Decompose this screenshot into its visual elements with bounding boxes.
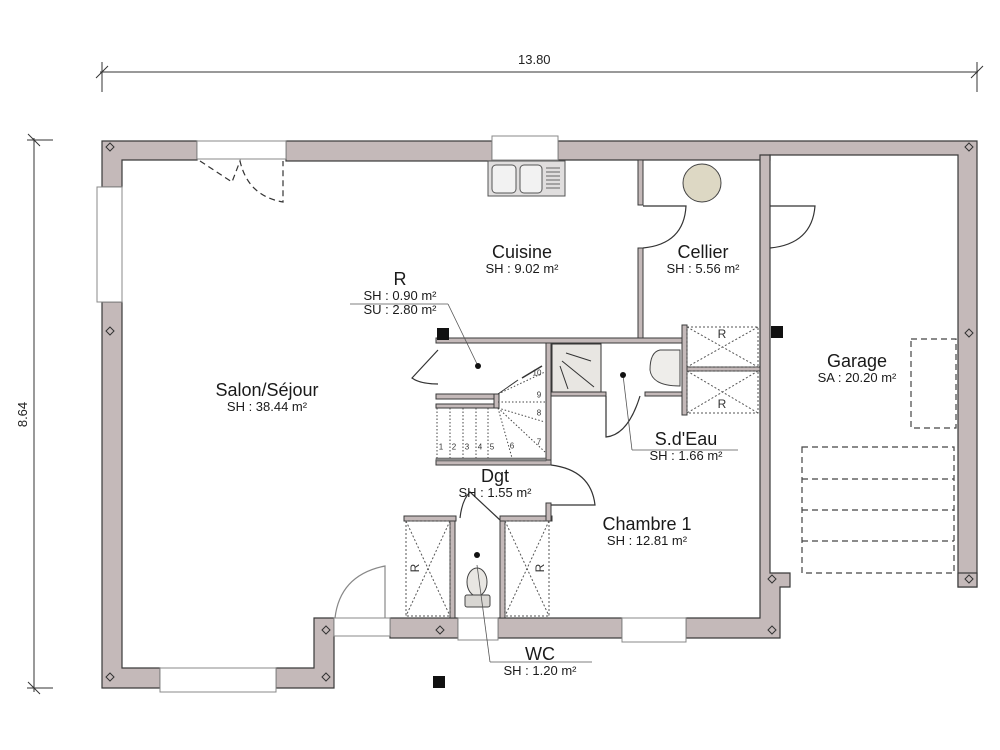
stair-bottom	[435, 457, 547, 462]
room-name: Salon/Séjour	[215, 380, 319, 400]
electrical-markers	[433, 326, 783, 688]
toilet	[464, 567, 491, 608]
storage-tag: R	[408, 563, 422, 573]
room-cellier: Cellier SH : 5.56 m²	[667, 243, 740, 275]
stair-step-number: 9	[536, 390, 542, 400]
stair-step-number: 1	[438, 442, 444, 452]
room-area: SH : 1.66 m²	[649, 448, 723, 463]
stair-step-number: 6	[509, 441, 515, 451]
stair-step-number: 10	[532, 368, 542, 378]
room-name: WC	[525, 644, 555, 664]
reference-dots	[474, 363, 626, 558]
room-name: Cuisine	[491, 242, 553, 262]
room-garage: Garage SA : 20.20 m²	[818, 352, 897, 384]
storage-tag: R	[717, 327, 727, 341]
interior-walls	[403, 159, 761, 619]
washbasin	[649, 349, 681, 387]
shower	[551, 343, 602, 393]
room-name: R	[393, 269, 407, 289]
stair-cut	[521, 365, 543, 379]
entry-door-swing	[199, 158, 284, 203]
room-area-secondary: SU : 2.80 m²	[363, 302, 437, 317]
width-dimension: 13.80	[518, 52, 551, 67]
garage-door-outline	[801, 338, 957, 574]
storage-tag: R	[717, 397, 727, 411]
room-area: SH : 12.81 m²	[606, 533, 688, 548]
kitchen-sink	[487, 160, 566, 197]
room-name: Cellier	[677, 242, 729, 262]
room-area: SA : 20.20 m²	[817, 370, 897, 385]
water-heater	[682, 163, 722, 203]
room-area: SH : 1.20 m²	[503, 663, 577, 678]
room-name: Garage	[826, 351, 888, 371]
room-sdeau: S.d'Eau SH : 1.66 m²	[650, 430, 723, 462]
stair-step-number: 8	[536, 408, 542, 418]
storage-tag: R	[533, 563, 547, 573]
room-chambre1: Chambre 1 SH : 12.81 m²	[602, 515, 691, 547]
storage-cabinets	[405, 326, 759, 617]
room-salon: Salon/Séjour SH : 38.44 m²	[215, 381, 318, 413]
exterior-walls	[101, 140, 978, 689]
dimension-lines	[27, 62, 984, 695]
stair-arrow	[497, 379, 519, 395]
room-name: Dgt	[480, 466, 509, 486]
stair-step-number: 4	[477, 442, 483, 452]
room-name: Chambre 1	[602, 514, 692, 534]
stair-step-number: 5	[489, 442, 495, 452]
windows	[96, 135, 687, 693]
stair-step-number: 3	[464, 442, 470, 452]
room-cuisine: Cuisine SH : 9.02 m²	[486, 243, 559, 275]
interior-door-swings	[334, 205, 816, 619]
room-area: SH : 1.55 m²	[458, 485, 532, 500]
leader-lines	[350, 303, 738, 663]
height-dimension: 8.64	[15, 401, 31, 428]
room-dgt: Dgt SH : 1.55 m²	[459, 467, 532, 499]
room-area: SH : 0.90 m²	[363, 288, 437, 303]
staircase	[436, 371, 546, 459]
corner-markers	[105, 142, 974, 682]
room-area: SH : 9.02 m²	[485, 261, 559, 276]
room-rangement: R SH : 0.90 m² SU : 2.80 m²	[364, 270, 437, 316]
room-name: S.d'Eau	[654, 429, 718, 449]
room-area: SH : 5.56 m²	[666, 261, 740, 276]
stair-step-number: 7	[536, 437, 542, 447]
stair-step-number: 2	[451, 442, 457, 452]
room-area: SH : 38.44 m²	[226, 399, 308, 414]
room-wc: WC SH : 1.20 m²	[504, 645, 577, 677]
